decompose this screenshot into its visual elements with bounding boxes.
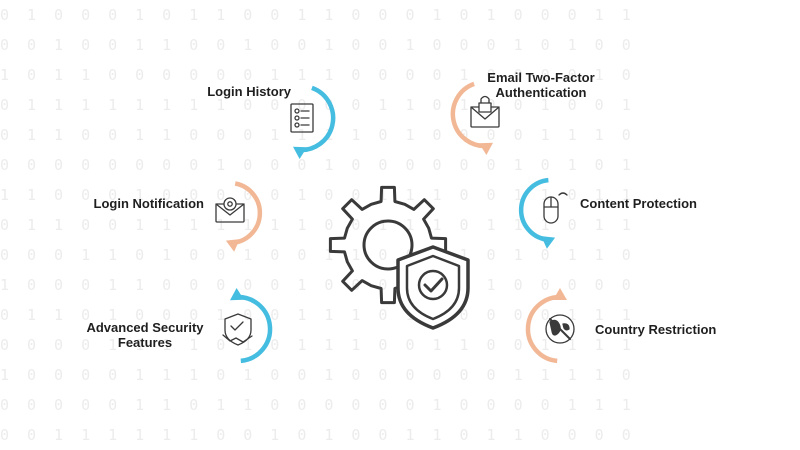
feature-arc xyxy=(232,181,263,246)
label-login-history: Login History xyxy=(207,84,291,99)
label-country-restriction: Country Restriction xyxy=(595,322,717,337)
arc-pointer xyxy=(293,146,307,159)
envelope-lock-icon xyxy=(470,95,500,128)
feature-arc xyxy=(518,177,549,242)
gear-hub xyxy=(362,219,414,271)
feature-arc xyxy=(525,294,563,364)
feature-arc xyxy=(235,294,273,364)
label-email-two-factor-authentication: Email Two-Factor Authentication xyxy=(487,70,595,100)
mouse-icon xyxy=(543,192,568,224)
arc-pointer xyxy=(225,239,240,252)
globe-restricted-icon xyxy=(545,314,575,344)
gear-shield-check-icon xyxy=(328,185,470,330)
arc-pointer xyxy=(479,142,493,155)
shield-inner xyxy=(405,254,461,321)
arc-pointer xyxy=(541,236,556,249)
envelope-at-icon xyxy=(215,197,245,223)
feature-arcs xyxy=(225,81,567,364)
label-content-protection: Content Protection xyxy=(580,196,697,211)
check-circle xyxy=(417,269,449,301)
arc-pointer xyxy=(230,288,244,301)
feature-arc xyxy=(297,85,336,153)
label-advanced-security-features: Advanced Security Features xyxy=(86,320,204,350)
shield-handshake-icon xyxy=(222,313,253,346)
arc-pointer xyxy=(553,288,567,300)
feature-arc xyxy=(450,81,489,149)
label-login-notification: Login Notification xyxy=(93,196,204,211)
document-list-icon xyxy=(290,103,314,133)
check-mark xyxy=(423,277,444,293)
